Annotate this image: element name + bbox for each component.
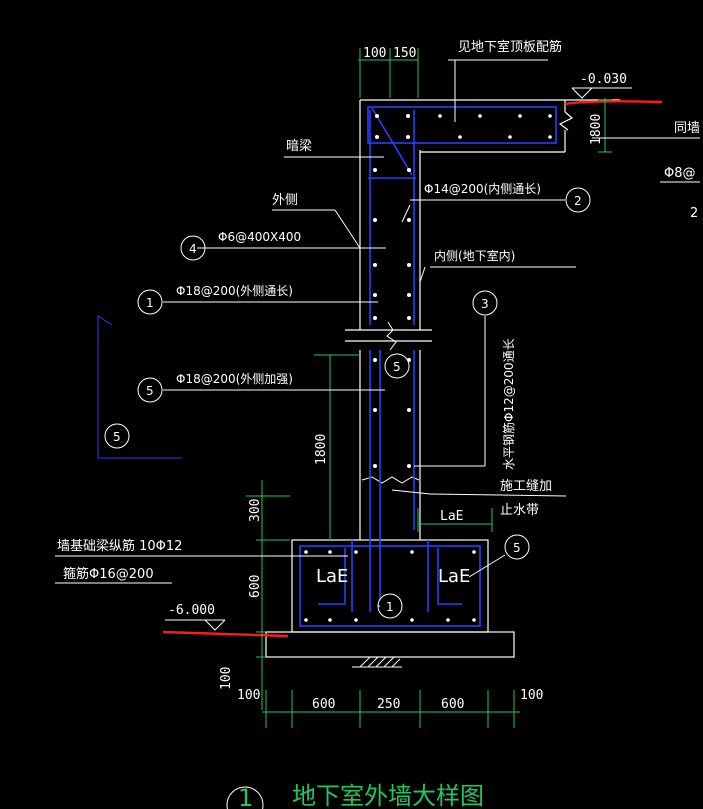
drawing-title: 地下室外墙大样图 (292, 782, 484, 809)
label-stirrup: 箍筋Φ16@200 (63, 566, 154, 582)
label-const-joint: 施工缝加 (500, 479, 552, 494)
dim-bottom-100-right: 100 (520, 688, 543, 703)
elevation-line-bottom (162, 630, 289, 638)
dim-top-100: 100 (363, 46, 386, 61)
callout-3: 3 (481, 297, 489, 311)
side-cut-text-3: 2 (690, 206, 698, 221)
label-horiz-bar: 水平钢筋Φ12@200通长 (501, 338, 516, 470)
dimension-lines (246, 48, 612, 728)
elevation-markers (165, 87, 632, 631)
side-cut-text-1: 同墙 (674, 121, 700, 136)
elevation-line-top (564, 100, 663, 106)
callout-5-wall: 5 (393, 360, 401, 374)
rebar-dots (304, 114, 552, 622)
rebar (299, 106, 557, 627)
elevation-top: -0.030 (580, 72, 627, 87)
dim-top-150: 150 (393, 46, 416, 61)
label-inner-bar: Φ14@200(内侧通长) (424, 182, 541, 196)
dim-left-100: 100 (219, 667, 234, 690)
dim-slab-1800: 1800 (589, 114, 604, 145)
label-beam-long: 墙基础梁纵筋 10Φ12 (57, 538, 182, 554)
dim-left-600: 600 (248, 575, 263, 598)
dim-bottom-600-left: 600 (312, 697, 335, 712)
label-lae-left: LaE (316, 566, 348, 587)
callout-5-section: 5 (113, 430, 121, 444)
callout-5-footing: 5 (513, 541, 521, 555)
label-inner-side: 内侧(地下室内) (434, 248, 515, 263)
dim-bottom-250: 250 (377, 697, 400, 712)
dim-lae-top: LaE (440, 509, 463, 524)
callout-1-footing: 1 (386, 600, 394, 614)
dim-mid-1800: 1800 (314, 434, 329, 465)
callout-circles (137, 187, 591, 809)
side-cut-text-2: Φ8@ (664, 166, 696, 181)
section-mark (97, 315, 182, 459)
leader-lines (55, 59, 700, 607)
label-water-stop: 止水带 (500, 503, 539, 518)
drawing-title-number: 1 (238, 784, 253, 809)
soil-hatch (352, 656, 402, 668)
concrete-outline (265, 99, 620, 668)
label-tie-bar: Φ6@400X400 (218, 230, 301, 244)
dim-bottom-100-left: 100 (237, 688, 260, 703)
callout-4: 4 (189, 242, 197, 256)
callout-2: 2 (574, 194, 582, 208)
label-dark-beam: 暗梁 (286, 139, 312, 154)
label-see-roof: 见地下室顶板配筋 (458, 39, 562, 55)
label-outer-add-bar: Φ18@200(外侧加强) (176, 372, 293, 386)
label-outer-side: 外侧 (272, 193, 298, 208)
dim-left-300: 300 (248, 499, 263, 522)
callout-1-upper: 1 (146, 296, 154, 310)
elevation-bottom: -6.000 (168, 603, 215, 618)
label-lae-right: LaE (438, 566, 470, 587)
dim-bottom-600-right: 600 (441, 697, 464, 712)
callout-5-left: 5 (146, 384, 154, 398)
label-outer-bar: Φ18@200(外侧通长) (176, 284, 293, 298)
